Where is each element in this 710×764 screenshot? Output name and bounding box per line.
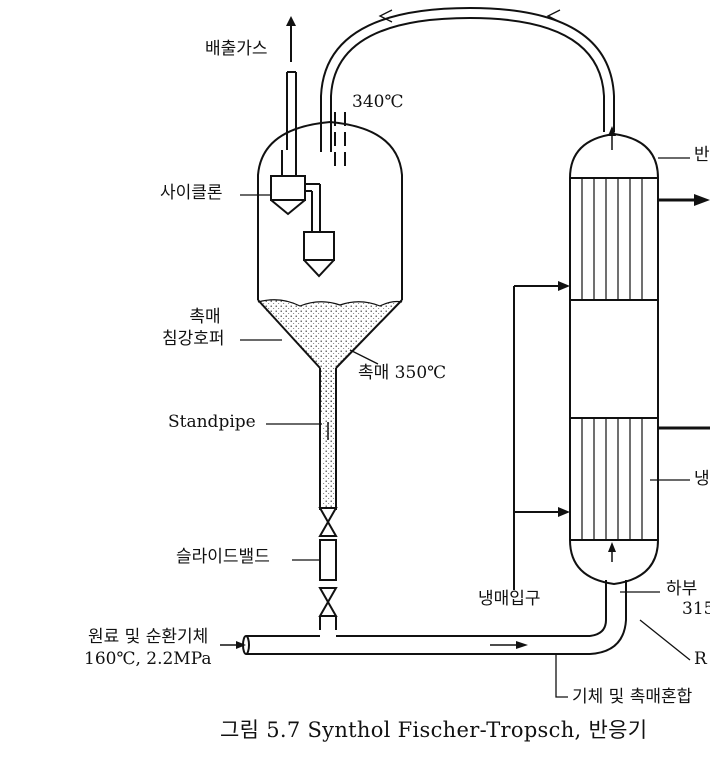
exhaust-gas-label: 배출가스 <box>205 39 268 59</box>
hopper-label-line2: 침강호퍼 <box>162 329 225 349</box>
cyclone-unit <box>270 150 335 278</box>
coolant-outlet-label-cut: 냉 <box>694 469 710 489</box>
slide-valve <box>318 507 338 630</box>
catalyst-temperature-label: 촉매 350℃ <box>358 363 447 383</box>
exhaust-pipe <box>286 16 297 150</box>
hopper-label-line1: 촉매 <box>189 307 221 327</box>
lower-section-temp-cut: 315 <box>682 599 710 619</box>
cyclone-label: 사이클론 <box>160 183 223 203</box>
slide-valve-label: 슬라이드밸드 <box>176 547 270 567</box>
coolant-inlet-label: 냉매입구 <box>478 589 541 609</box>
lower-section-label-cut: 하부 <box>666 579 698 599</box>
feed-label-line1: 원료 및 순환기체 <box>88 627 209 647</box>
feed-label-line2: 160℃, 2.2MPa <box>84 649 212 669</box>
outlet-temperature-label: 340℃ <box>352 92 404 112</box>
feed-pipe <box>220 580 627 655</box>
reactor-column <box>569 132 659 586</box>
riser-label-cut: R <box>694 649 707 669</box>
standpipe-label: Standpipe <box>168 412 256 432</box>
reactor-label-cut: 반 <box>694 145 710 165</box>
leader-lines <box>240 157 691 698</box>
coolant-lines <box>513 194 710 590</box>
figure-caption: 그림 5.7 Synthol Fischer-Tropsch, 반응기 <box>220 718 648 742</box>
catalyst-hopper <box>257 299 403 412</box>
return-loop-pipe <box>320 6 616 168</box>
gas-catalyst-mix-label: 기체 및 촉매혼합 <box>572 687 693 707</box>
standpipe <box>319 368 337 510</box>
